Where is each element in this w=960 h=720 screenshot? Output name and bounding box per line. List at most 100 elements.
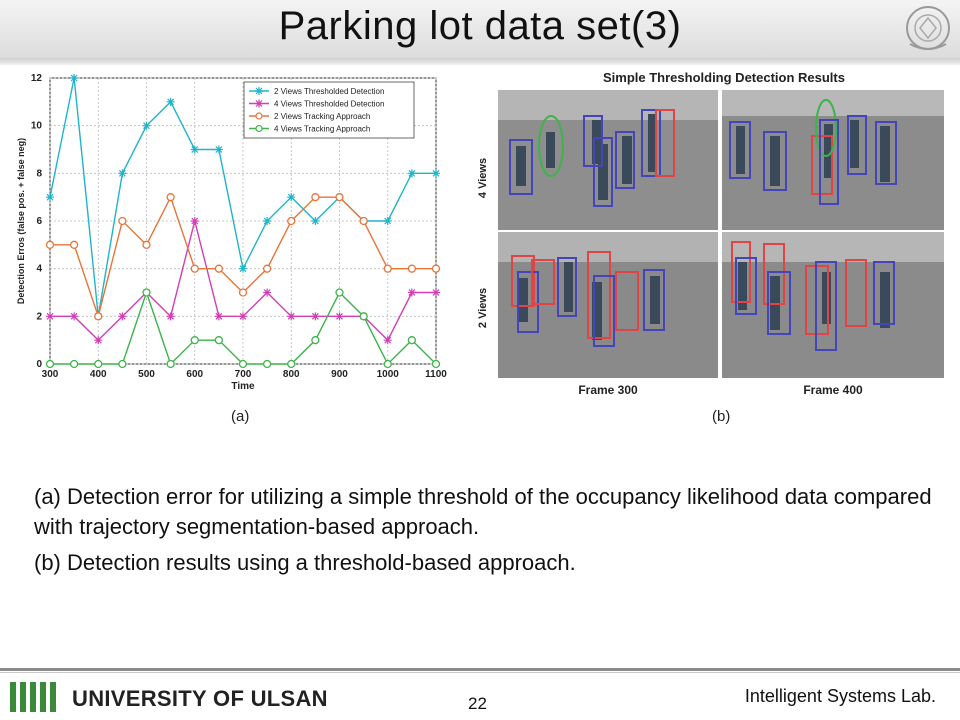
detection-boxes	[509, 99, 897, 351]
y-axis-label: Detection Erros (false pos. + false neg)	[16, 138, 26, 304]
data-point-star	[432, 169, 440, 178]
data-point-star	[214, 145, 223, 154]
legend-marker	[255, 124, 263, 133]
data-point-star	[166, 312, 175, 321]
data-point-circle	[287, 359, 296, 369]
x-tick-label: 500	[138, 369, 155, 380]
data-point-star	[70, 74, 79, 82]
data-point-star	[214, 312, 223, 321]
x-tick-label: 1100	[425, 369, 447, 380]
data-point-star	[383, 217, 392, 225]
data-point-circle	[214, 264, 224, 273]
data-point-circle	[94, 312, 103, 321]
data-point-circle	[407, 264, 417, 273]
title-bar	[0, 0, 960, 58]
y-tick-label: 2	[36, 311, 42, 322]
y-tick-label: 0	[36, 359, 42, 370]
data-point-star	[311, 217, 320, 225]
data-point-circle	[142, 240, 151, 249]
legend-marker	[255, 87, 263, 95]
x-tick-label: 900	[331, 369, 348, 380]
y-tick-label: 6	[36, 216, 42, 227]
x-axis-label: Time	[231, 381, 255, 392]
legend-label: 2 Views Thresholded Detection	[274, 87, 384, 96]
data-point-star	[46, 193, 54, 202]
data-point-star	[94, 336, 103, 345]
data-point-circle	[166, 359, 175, 369]
data-point-circle	[45, 240, 55, 249]
data-point-star	[407, 169, 416, 178]
data-point-star	[46, 312, 54, 321]
title-underline	[0, 58, 960, 65]
legend-box	[243, 81, 415, 139]
data-point-circle	[94, 359, 103, 369]
data-point-circle	[190, 264, 199, 273]
data-point-circle	[431, 359, 441, 369]
data-point-circle	[238, 288, 248, 297]
data-point-star	[190, 145, 199, 154]
panel-b-title: Simple Thresholding Detection Results	[603, 70, 845, 85]
frame-2views-400	[722, 232, 944, 378]
caption-b: (b)	[712, 408, 731, 425]
slide-title: Parking lot data set(3)	[278, 4, 682, 48]
data-point-star	[263, 288, 272, 297]
x-tick-label: 700	[235, 369, 252, 380]
data-point-circle	[287, 216, 296, 226]
data-point-circle	[383, 264, 392, 273]
data-point-circle	[262, 359, 272, 369]
data-point-star	[239, 312, 247, 321]
data-point-circle	[190, 336, 199, 345]
data-point-circle	[118, 216, 127, 226]
footer-divider-thin	[0, 672, 960, 673]
data-point-circle	[311, 193, 320, 202]
x-tick-label: 400	[90, 369, 107, 380]
row-label-2-views: 2 Views	[477, 288, 489, 328]
data-point-star	[239, 264, 247, 273]
data-point-circle	[238, 359, 248, 369]
column-label-frame-300: Frame 300	[578, 383, 638, 397]
data-point-star	[118, 312, 127, 321]
data-point-circle	[45, 359, 55, 369]
data-point-star	[287, 193, 296, 202]
data-point-star	[383, 336, 392, 345]
legend-label: 2 Views Tracking Approach	[274, 112, 370, 121]
legend-marker	[255, 99, 263, 108]
caption-a: (a)	[231, 408, 250, 425]
legend-label: 4 Views Tracking Approach	[274, 125, 370, 134]
data-point-star	[70, 312, 79, 321]
university-logo-icon	[10, 682, 56, 712]
x-tick-label: 300	[42, 369, 59, 380]
data-point-circle	[262, 264, 272, 273]
footer-divider	[0, 668, 960, 671]
data-point-star	[142, 121, 151, 130]
data-point-star	[166, 97, 175, 106]
data-point-circle	[166, 193, 175, 202]
legend-marker	[255, 112, 263, 120]
x-tick-label: 600	[186, 369, 203, 380]
data-point-star	[311, 312, 320, 321]
data-point-circle	[407, 336, 417, 345]
x-tick-label: 1000	[377, 369, 400, 380]
data-point-circle	[214, 336, 224, 345]
detection-results-figure: Simple Thresholding Detection Results 4 …	[466, 66, 960, 432]
y-tick-label: 12	[31, 73, 43, 84]
data-point-circle	[335, 288, 344, 297]
university-name: UNIVERSITY OF ULSAN	[72, 686, 328, 711]
data-point-star	[190, 217, 199, 225]
data-point-circle	[69, 359, 79, 369]
data-point-circle	[335, 193, 344, 202]
y-tick-label: 10	[31, 121, 43, 132]
y-tick-label: 8	[36, 168, 42, 179]
data-point-star	[432, 288, 440, 297]
y-tick-label: 4	[36, 264, 42, 275]
data-point-circle	[142, 288, 151, 297]
data-point-circle	[311, 336, 320, 345]
x-tick-label: 800	[283, 369, 300, 380]
page-number: 22	[468, 694, 487, 713]
data-point-circle	[69, 240, 79, 249]
body-line-a: (a) Detection error for utilizing a simp…	[34, 484, 932, 539]
data-point-circle	[118, 359, 127, 369]
data-point-star	[287, 312, 296, 321]
column-label-frame-400: Frame 400	[803, 383, 863, 397]
data-point-circle	[359, 312, 368, 321]
